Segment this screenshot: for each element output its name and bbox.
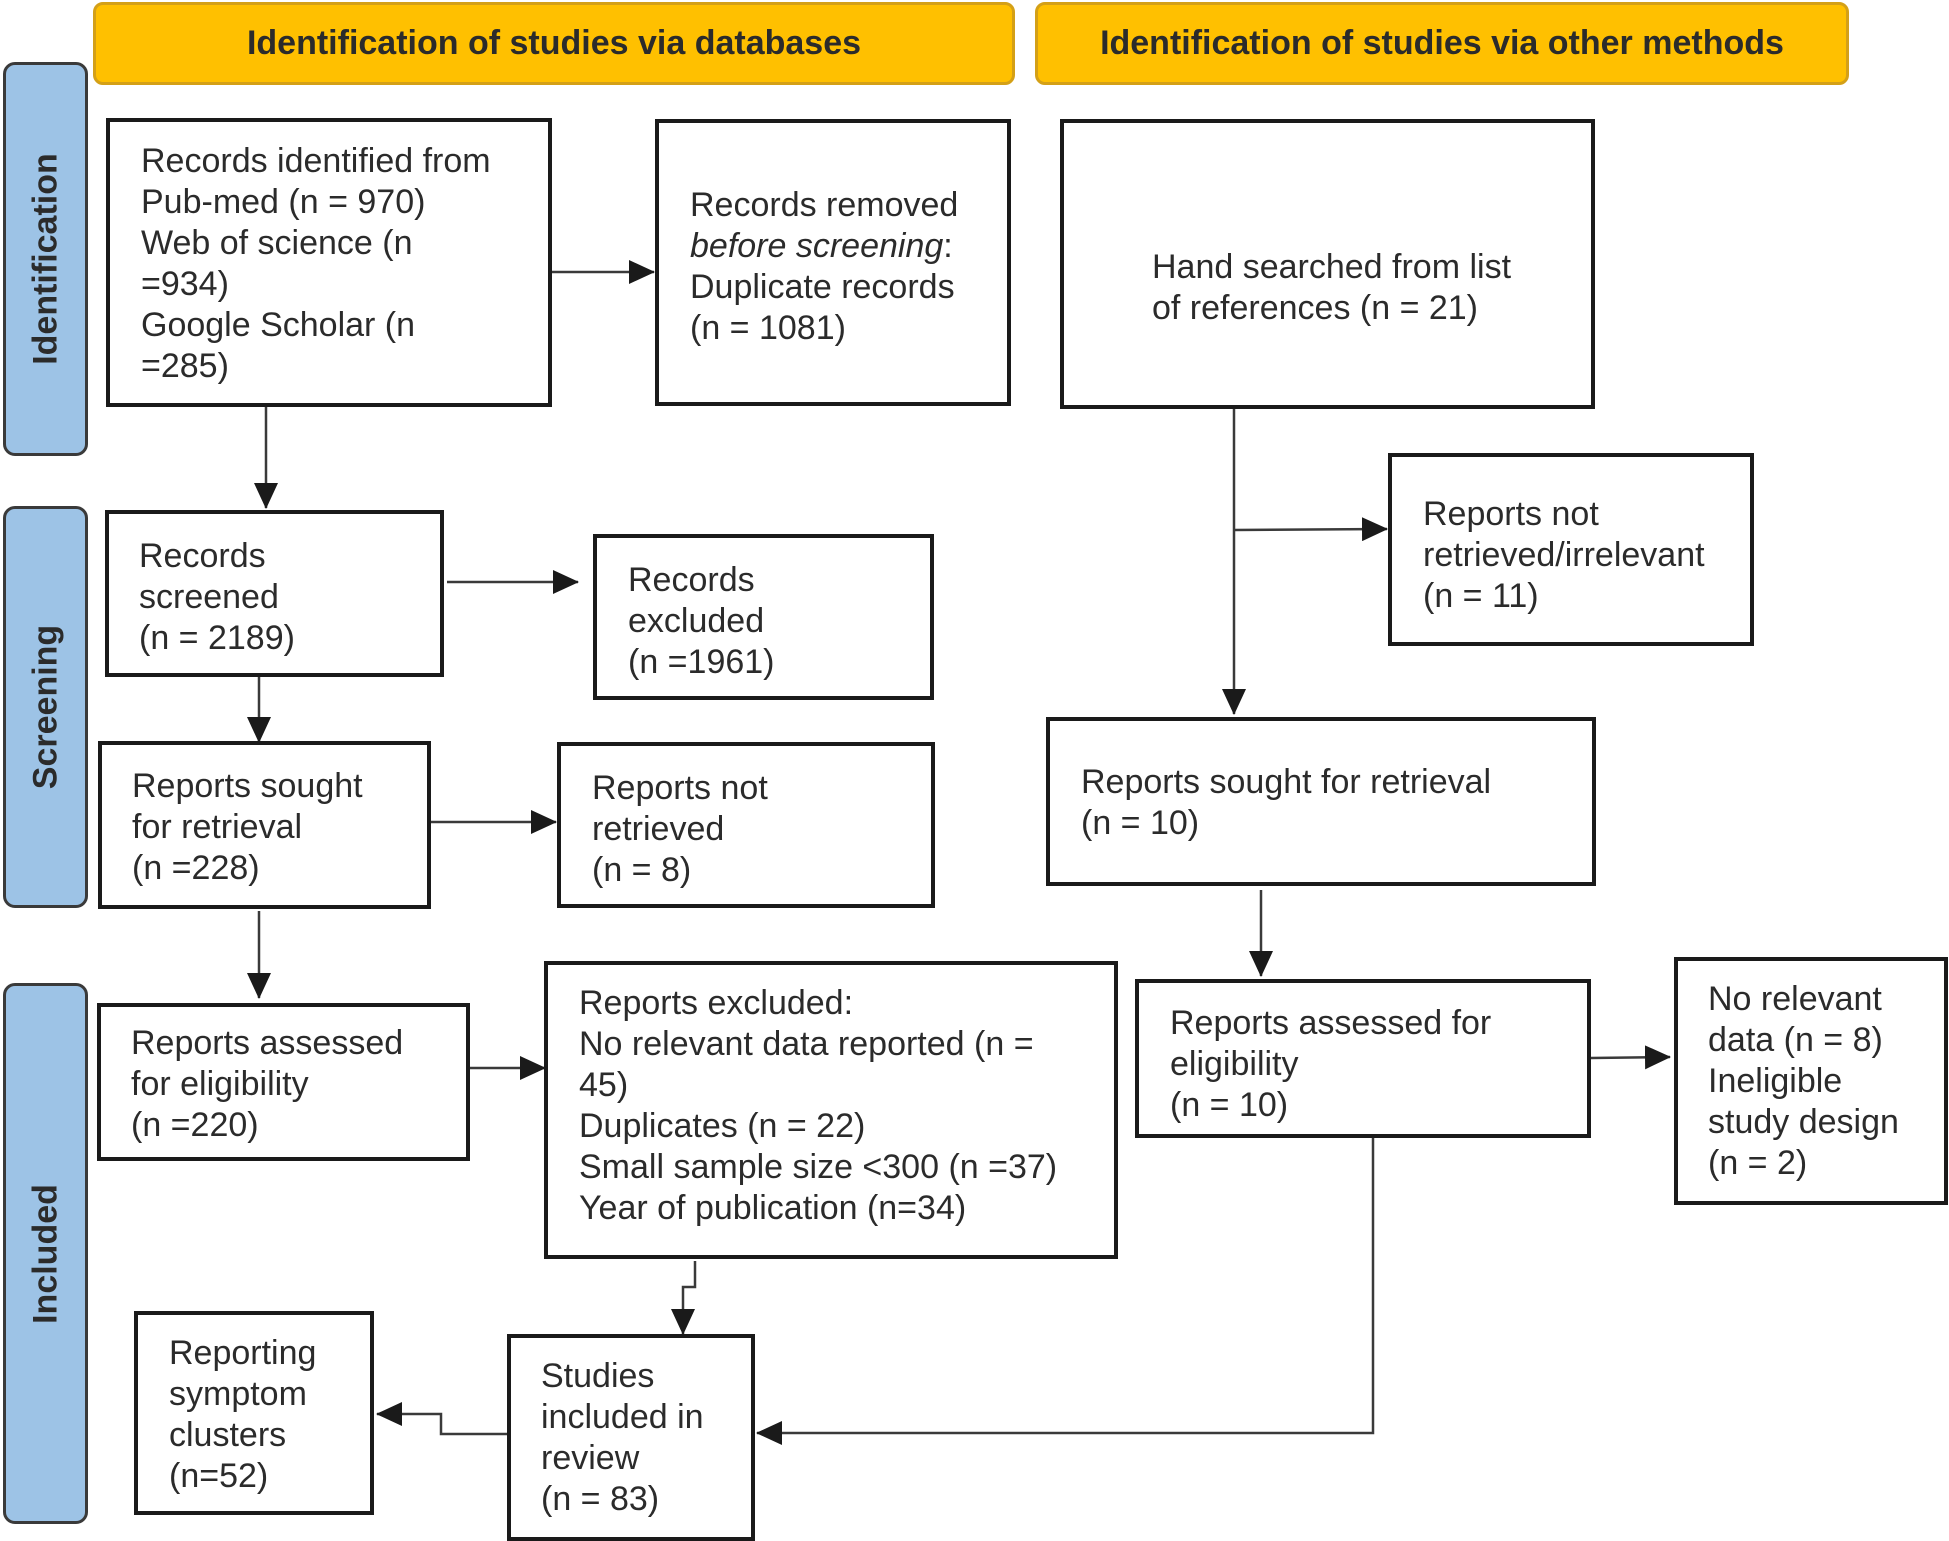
box-line: (n = 8) bbox=[592, 851, 692, 889]
box-line: =934) bbox=[141, 265, 229, 303]
box-line: data (n = 8) bbox=[1708, 1021, 1883, 1059]
box-line: Reports assessed bbox=[131, 1024, 404, 1062]
box-line: (n=52) bbox=[169, 1457, 269, 1495]
box-line: Small sample size <300 (n =37) bbox=[579, 1148, 1058, 1186]
header-databases-label: Identification of studies via databases bbox=[246, 24, 862, 62]
box-line: (n =220) bbox=[131, 1106, 259, 1144]
phase-included: Included bbox=[3, 983, 88, 1524]
box-line: Studies bbox=[541, 1357, 655, 1395]
box-line: (n =1961) bbox=[628, 643, 775, 681]
box-line: Reports not bbox=[1423, 495, 1599, 533]
header-other-label: Identification of studies via other meth… bbox=[1100, 24, 1784, 62]
hand-searched-box: Hand searched from list of references (n… bbox=[1060, 119, 1595, 409]
box-line: Google Scholar (n bbox=[141, 306, 416, 344]
box-line: Pub-med (n = 970) bbox=[141, 183, 426, 221]
box-line: Duplicates (n = 22) bbox=[579, 1107, 866, 1145]
box-line: Records bbox=[139, 537, 266, 575]
box-line: (n = 2) bbox=[1708, 1144, 1808, 1182]
box-line: 45) bbox=[579, 1066, 629, 1104]
phase-identification: Identification bbox=[3, 62, 88, 456]
box-line: No relevant bbox=[1708, 980, 1882, 1018]
box-line: =285) bbox=[141, 347, 229, 385]
box-line: study design bbox=[1708, 1103, 1899, 1141]
arrow-assessed-to-norelevant bbox=[1590, 1045, 1671, 1070]
box-line: clusters bbox=[169, 1416, 287, 1454]
box-line: Reports sought bbox=[132, 767, 363, 805]
reports-not-retrieved-irrelevant-box: Reports not retrieved/irrelevant (n = 11… bbox=[1388, 453, 1754, 646]
box-line: Duplicate records bbox=[690, 268, 955, 306]
box-line: Year of publication (n=34) bbox=[579, 1189, 967, 1227]
box-line: before screening: bbox=[690, 226, 1007, 267]
box-line: No relevant data reported (n = bbox=[579, 1025, 1034, 1063]
box-line: of references (n = 21) bbox=[1152, 289, 1479, 327]
arrow-excluded-to-included bbox=[671, 1261, 697, 1335]
box-line: symptom bbox=[169, 1375, 307, 1413]
phase-screening: Screening bbox=[3, 506, 88, 908]
box-line: review bbox=[541, 1439, 640, 1477]
box-line: Web of science (n bbox=[141, 224, 413, 262]
reports-not-retrieved-box: Reports not retrieved (n = 8) bbox=[557, 742, 935, 908]
arrow-assessed-other-to-included bbox=[756, 1138, 1375, 1445]
arrow-included-to-clusters bbox=[376, 1402, 507, 1436]
reports-assessed-db-box: Reports assessed for eligibility (n =220… bbox=[97, 1003, 470, 1161]
box-line: excluded bbox=[628, 602, 765, 640]
box-line: Records removed bbox=[690, 186, 959, 224]
arrow-handsearch-to-irrelevant bbox=[1233, 517, 1388, 542]
header-databases: Identification of studies via databases bbox=[93, 2, 1015, 85]
box-line: (n = 10) bbox=[1170, 1086, 1289, 1124]
box-line: (n = 1081) bbox=[690, 309, 846, 347]
italic-text: before screening bbox=[690, 227, 944, 265]
box-line: (n =228) bbox=[132, 849, 260, 887]
records-identified-box: Records identified from Pub-med (n = 970… bbox=[106, 118, 552, 407]
reports-sought-other-box: Reports sought for retrieval (n = 10) bbox=[1046, 717, 1596, 886]
box-line: Records bbox=[628, 561, 755, 599]
colon-text: : bbox=[943, 227, 953, 265]
box-line: Reports sought for retrieval bbox=[1081, 763, 1492, 801]
records-removed-box: Records removed before screening: Duplic… bbox=[655, 119, 1011, 406]
records-excluded-box: Records excluded (n =1961) bbox=[593, 534, 934, 700]
box-line: (n = 10) bbox=[1081, 804, 1200, 842]
box-line: Reports assessed for bbox=[1170, 1004, 1492, 1042]
box-line: eligibility bbox=[1170, 1045, 1299, 1083]
box-line: Hand searched from list bbox=[1152, 248, 1512, 286]
box-line: Reporting bbox=[169, 1334, 317, 1372]
reports-sought-db-box: Reports sought for retrieval (n =228) bbox=[98, 741, 431, 909]
box-line: for eligibility bbox=[131, 1065, 309, 1103]
box-line: (n = 2189) bbox=[139, 619, 295, 657]
reporting-symptom-clusters-box: Reporting symptom clusters (n=52) bbox=[134, 1311, 374, 1515]
box-line: Ineligible bbox=[1708, 1062, 1843, 1100]
reports-assessed-other-box: Reports assessed for eligibility (n = 10… bbox=[1135, 979, 1591, 1138]
box-line: included in bbox=[541, 1398, 704, 1436]
no-relevant-data-box: No relevant data (n = 8) Ineligible stud… bbox=[1674, 957, 1948, 1205]
box-line: for retrieval bbox=[132, 808, 303, 846]
box-line: screened bbox=[139, 578, 279, 616]
box-line: retrieved/irrelevant bbox=[1423, 536, 1705, 574]
box-line: Reports excluded: bbox=[579, 984, 854, 1022]
header-other-methods: Identification of studies via other meth… bbox=[1035, 2, 1849, 85]
box-line: (n = 83) bbox=[541, 1480, 660, 1518]
studies-included-box: Studies included in review (n = 83) bbox=[507, 1334, 755, 1541]
reports-excluded-db-box: Reports excluded: No relevant data repor… bbox=[544, 961, 1118, 1259]
box-line: Records identified from bbox=[141, 142, 491, 180]
box-line: Reports not bbox=[592, 769, 768, 807]
box-line: (n = 11) bbox=[1423, 577, 1539, 615]
records-screened-box: Records screened (n = 2189) bbox=[105, 510, 444, 677]
box-line: retrieved bbox=[592, 810, 725, 848]
